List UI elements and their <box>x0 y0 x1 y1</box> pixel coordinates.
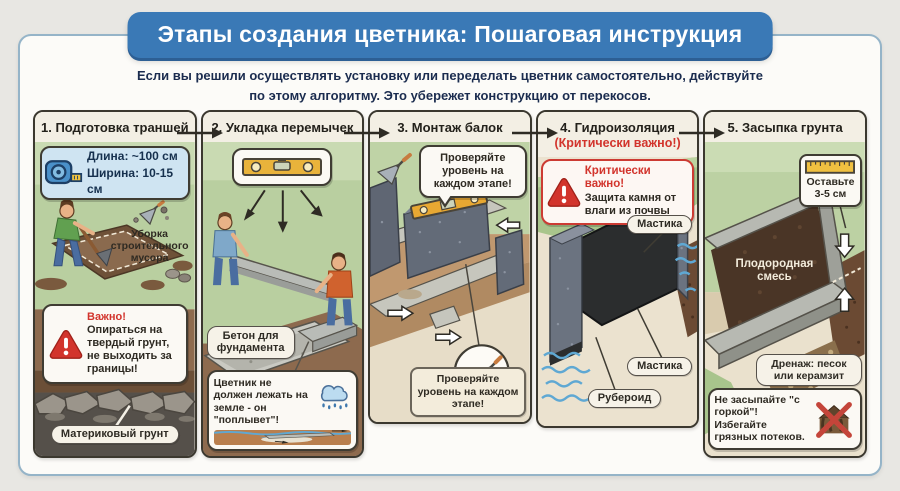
float-warning-text: Цветник не должен лежать на земле - он "… <box>213 376 308 427</box>
firm-ground-warning-callout: Важно! Опираться на твердый грунт, не вы… <box>42 303 188 384</box>
trench-size-callout: Длина: ~100 см Ширина: 10-15 см <box>40 145 190 200</box>
bedrock-stones <box>35 388 195 415</box>
tape-measure-icon <box>45 159 83 184</box>
trench-length-text: Длина: ~100 см <box>87 149 178 164</box>
intro-text: Если вы решили осуществлять установку ил… <box>20 66 880 105</box>
ruler-icon <box>805 159 856 174</box>
panel-5-art: Оставьте 3-5 см Плодородная смесь Дренаж… <box>705 141 865 456</box>
intro-line-2: по этому алгоритму. Это убережет констру… <box>249 87 651 103</box>
warning-body-text: Опираться на твердый грунт, не выходить … <box>87 323 172 376</box>
worker-right-figure <box>314 251 353 325</box>
trowel-icon <box>132 199 169 225</box>
mastic-label-top: Мастика <box>627 214 693 234</box>
critical-head-text: Критически важно! <box>584 164 651 191</box>
debris-note: Уборка строительного мусора <box>106 199 194 265</box>
spirit-level-callout <box>232 147 333 186</box>
panel-5-title: 5. Засыпка грунта <box>705 112 865 142</box>
panel-4-art: Критически важно! Защита камня от влаги … <box>537 156 698 426</box>
debris-note-text: Уборка строительного мусора <box>110 227 189 265</box>
warning-triangle-icon <box>547 177 581 207</box>
float-warning-box: Цветник не должен лежать на земле - он "… <box>206 369 359 451</box>
panel-3-title: 3. Монтаж балок <box>370 112 530 142</box>
no-mound-warning-text: Не засыпайте "с горкой"! Избегайте грязн… <box>714 393 805 444</box>
panel-3-art: Проверяйте уровень на каждом этапе! Пров… <box>370 141 530 422</box>
panel-4-title-text: 4. Гидроизоляция <box>560 120 675 135</box>
rain-cloud-icon <box>321 384 348 409</box>
crossed-mound-icon <box>816 401 852 438</box>
trench-width-text: Ширина: 10-15 см <box>87 165 174 196</box>
page-title: Этапы создания цветника: Пошаговая инстр… <box>127 12 773 58</box>
no-mound-warning-box: Не засыпайте "с горкой"! Избегайте грязн… <box>708 387 862 450</box>
flow-arrow-icon <box>679 127 726 139</box>
fertile-mix-label: Плодородная смесь <box>735 257 814 284</box>
panel-step-5: 5. Засыпка грунта <box>679 110 867 458</box>
worker-left-figure <box>212 211 249 285</box>
floating-beam-scene <box>213 429 352 445</box>
gap-size-callout: Оставьте 3-5 см <box>798 153 862 207</box>
panel-4-title: 4. Гидроизоляция (Критически важно!) <box>537 112 698 157</box>
check-level-note: Проверяйте уровень на каждом этапе! <box>410 367 526 417</box>
warning-triangle-icon <box>49 329 83 359</box>
panel-1-title: 1. Подготовка траншей <box>35 112 195 142</box>
critical-warning-callout: Критически важно! Защита камня от влаги … <box>540 158 695 225</box>
level-pointer-arrows <box>243 189 323 233</box>
panel-step-2: 2. Укладка перемычек <box>176 110 365 458</box>
panel-step-1: 1. Подготовка траншей <box>33 110 197 458</box>
direction-arrows <box>387 216 521 346</box>
ruberoid-label: Рубероид <box>587 388 662 408</box>
bedrock-label: Материковый грунт <box>50 425 179 444</box>
check-level-bubble: Проверяйте уровень на каждом этапе! <box>418 144 527 208</box>
panel-step-3: 3. Монтаж балок <box>344 110 532 424</box>
intro-line-1: Если вы решили осуществлять установку ил… <box>137 68 763 83</box>
gap-distance-arrows <box>834 232 856 312</box>
critical-body-text: Защита камня от влаги из почвы <box>584 192 677 218</box>
panel-2-art: Бетон для фундамента Цветник не должен л… <box>202 141 363 456</box>
panel-step-4: 4. Гидроизоляция (Критически важно!) <box>511 110 700 428</box>
moisture-waves <box>541 242 698 402</box>
spirit-level-icon <box>242 157 323 176</box>
warning-head-text: Важно! <box>87 310 126 323</box>
digging-person-figure <box>53 198 113 267</box>
foundation-concrete-label: Бетон для фундамента <box>206 325 295 359</box>
trowel-top-icon <box>376 152 413 185</box>
flow-arrow-icon <box>176 127 223 139</box>
steps-row: 1. Подготовка траншей <box>33 110 867 458</box>
mastic-label-bottom: Мастика <box>627 356 693 376</box>
drainage-label: Дренаж: песок или керамзит <box>755 353 862 386</box>
flow-arrow-icon <box>344 127 391 139</box>
panel-2-title: 2. Укладка перемычек <box>202 112 363 142</box>
infographic-card: Если вы решили осуществлять установку ил… <box>18 34 882 476</box>
gap-size-text: Оставьте 3-5 см <box>806 175 855 201</box>
panel-1-art: Длина: ~100 см Ширина: 10-15 см Уборка с… <box>35 141 195 456</box>
flow-arrow-icon <box>511 127 558 139</box>
panel-4-subtitle-text: (Критически важно!) <box>554 135 681 150</box>
